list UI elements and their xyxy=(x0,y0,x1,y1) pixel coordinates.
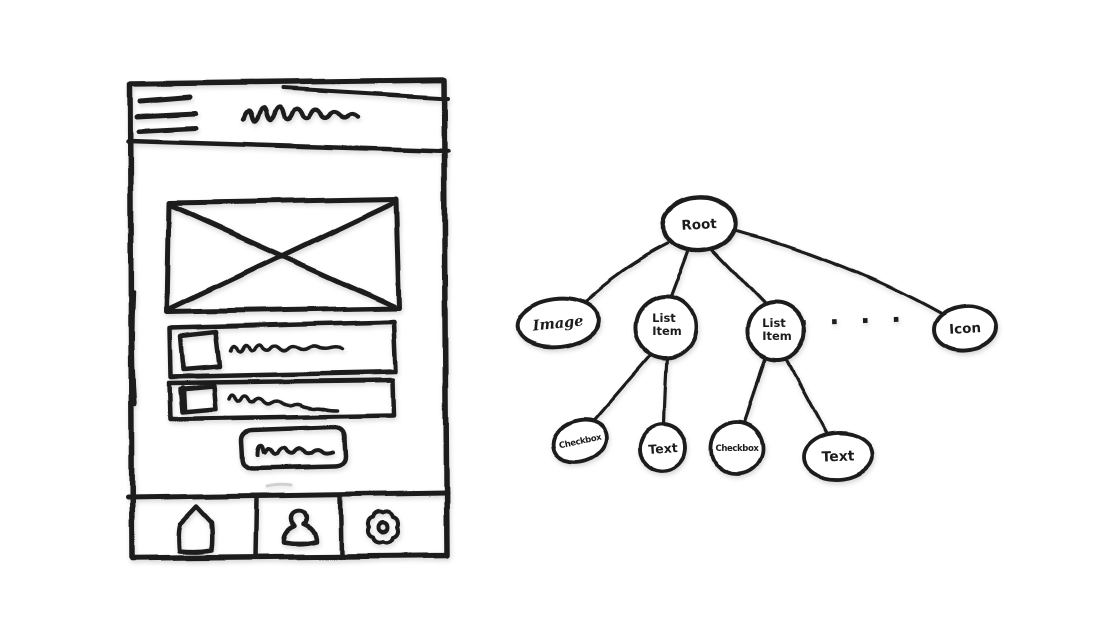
list-item-2-box xyxy=(166,377,397,422)
tree-node-list-item-1-label: List Item xyxy=(652,311,682,338)
mobile-wireframe xyxy=(124,77,451,561)
tree-node-icon-label: Icon xyxy=(949,320,982,338)
edge-list-item-2-text-2 xyxy=(783,354,829,437)
tree-node-list-item-2-label: List Item xyxy=(762,316,792,343)
tree-node-text-2-label: Text xyxy=(821,448,855,465)
edge-list-item-1-checkbox-1 xyxy=(588,350,655,427)
list-item-1 xyxy=(167,319,399,380)
edge-root-list-item-2 xyxy=(710,247,768,307)
hamburger-menu-icon[interactable] xyxy=(134,94,199,134)
list-item-1-box xyxy=(167,319,399,380)
bottom-nav-top-line xyxy=(124,490,450,501)
tree-node-image-label: Image xyxy=(531,312,584,334)
list-item-1-text-scribble xyxy=(229,343,344,354)
tree-node-text-1-label: Text xyxy=(648,440,678,457)
edge-list-item-2-checkbox-2 xyxy=(742,354,769,426)
tree-node-text-1-ellipse[interactable] xyxy=(638,422,688,474)
tree-node-checkbox-2-label: Checkbox xyxy=(716,444,760,454)
view-hierarchy-tree: Root Image List Item List Item Icon Chec… xyxy=(514,195,998,481)
action-button-label-scribble xyxy=(255,443,335,457)
tree-node-root-label: Root xyxy=(681,216,718,234)
edge-root-icon xyxy=(732,228,944,316)
list-item-2-checkbox-thick-edge xyxy=(180,385,187,413)
pencil-smudge xyxy=(265,482,293,488)
phone-frame xyxy=(127,77,450,561)
tree-node-icon-ellipse[interactable] xyxy=(932,303,998,353)
crossed-rectangle-icon xyxy=(164,196,402,315)
bottom-nav-divider-2 xyxy=(337,493,344,559)
list-item-2-text-scribble xyxy=(227,393,340,412)
image-placeholder xyxy=(164,196,402,315)
home-icon[interactable] xyxy=(177,504,215,554)
bottom-nav xyxy=(124,490,450,559)
edge-root-image xyxy=(580,242,670,306)
header-divider xyxy=(125,138,451,154)
tree-node-text-2-ellipse[interactable] xyxy=(802,431,874,481)
phone-frame-double-stroke-top xyxy=(281,86,450,100)
bottom-nav-divider-1 xyxy=(253,496,260,559)
edge-root-list-item-1 xyxy=(669,248,691,300)
tree-node-list-item-2-ellipse[interactable] xyxy=(745,300,807,362)
action-button[interactable] xyxy=(238,424,349,472)
header-title-scribble xyxy=(240,105,362,124)
person-icon[interactable] xyxy=(281,508,319,546)
tree-node-list-item-1-ellipse[interactable] xyxy=(633,293,699,361)
phone-frame-double-stroke-left xyxy=(130,290,137,406)
edge-list-item-1-text-1 xyxy=(662,355,669,427)
gear-icon[interactable] xyxy=(365,509,401,545)
tree-edges xyxy=(580,228,944,437)
list-item-1-checkbox-icon[interactable] xyxy=(178,329,223,373)
tree-ellipsis: · · · · xyxy=(798,305,908,339)
action-button-box xyxy=(238,424,349,472)
tree-node-root-ellipse[interactable] xyxy=(660,195,738,253)
tree-node-checkbox-1-ellipse[interactable] xyxy=(547,413,613,468)
tree-node-image-ellipse[interactable] xyxy=(514,294,601,352)
list-item-2 xyxy=(166,377,397,422)
tree-node-checkbox-2-ellipse[interactable] xyxy=(708,419,767,478)
